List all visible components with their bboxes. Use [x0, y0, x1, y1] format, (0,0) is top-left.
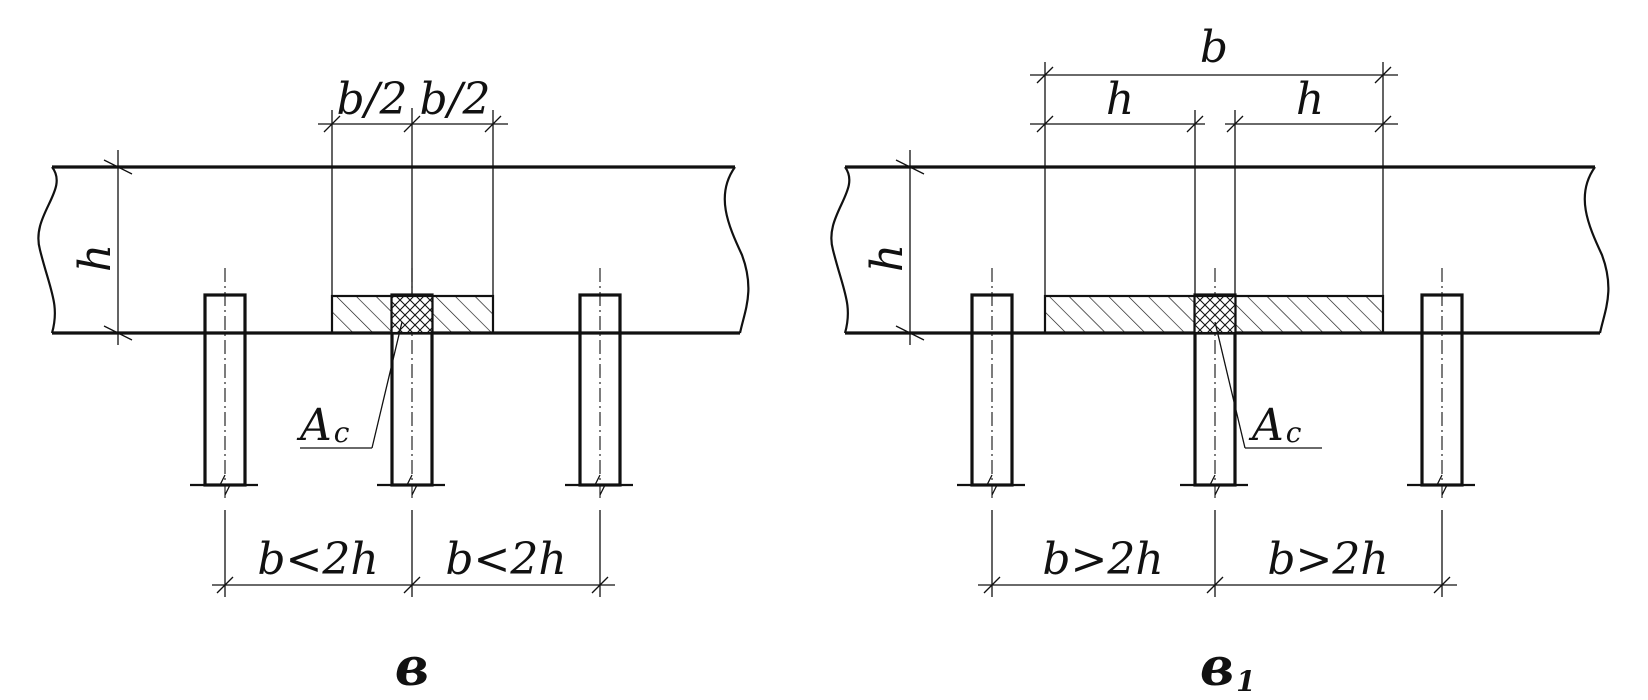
span-label-right-1: b>2h	[1042, 534, 1163, 585]
area-label-right-main: A	[1248, 400, 1284, 451]
span-label-right-2: b>2h	[1267, 534, 1388, 585]
h-label-right: h	[1296, 74, 1324, 125]
load-area-left	[330, 294, 495, 335]
column-left-3	[565, 268, 633, 500]
area-label-left-sub: c	[334, 416, 350, 449]
svg-text:Ac: Ac	[1248, 400, 1302, 451]
caption-right: в	[1200, 637, 1234, 698]
half-width-label-left: b/2	[337, 74, 408, 125]
height-dimension-left: h	[70, 150, 133, 345]
height-label-left: h	[70, 244, 121, 272]
half-width-dimension: b/2 b/2	[318, 74, 508, 296]
half-width-label-right: b/2	[420, 74, 491, 125]
height-dimension-right: h	[862, 150, 925, 345]
width-label-right: b	[1200, 22, 1228, 73]
diagram-left: h	[37, 74, 750, 698]
caption-left: в	[395, 637, 429, 698]
span-label-left-1: b<2h	[257, 534, 378, 585]
width-dimension-right: b	[1030, 22, 1398, 296]
column-right-1	[957, 268, 1025, 500]
svg-text:Ac: Ac	[296, 400, 350, 451]
column-left-1	[190, 268, 258, 500]
area-label-right-sub: c	[1286, 416, 1302, 449]
svg-text:в1: в1	[1200, 637, 1256, 698]
height-label-right: h	[862, 244, 913, 272]
column-right-3	[1407, 268, 1475, 500]
span-label-left-2: b<2h	[445, 534, 566, 585]
area-label-left: Ac	[296, 321, 403, 451]
area-label-right: Ac	[1214, 321, 1322, 451]
h-label-left: h	[1106, 74, 1134, 125]
diagram-right: h	[830, 22, 1610, 698]
area-label-left-main: A	[296, 400, 332, 451]
caption-right-sub: 1	[1236, 665, 1255, 698]
load-area-right	[1043, 294, 1385, 335]
h-dimensions-right: h h	[1030, 74, 1398, 296]
span-dimension-left: b<2h b<2h	[212, 510, 615, 597]
span-dimension-right: b>2h b>2h	[978, 510, 1457, 597]
